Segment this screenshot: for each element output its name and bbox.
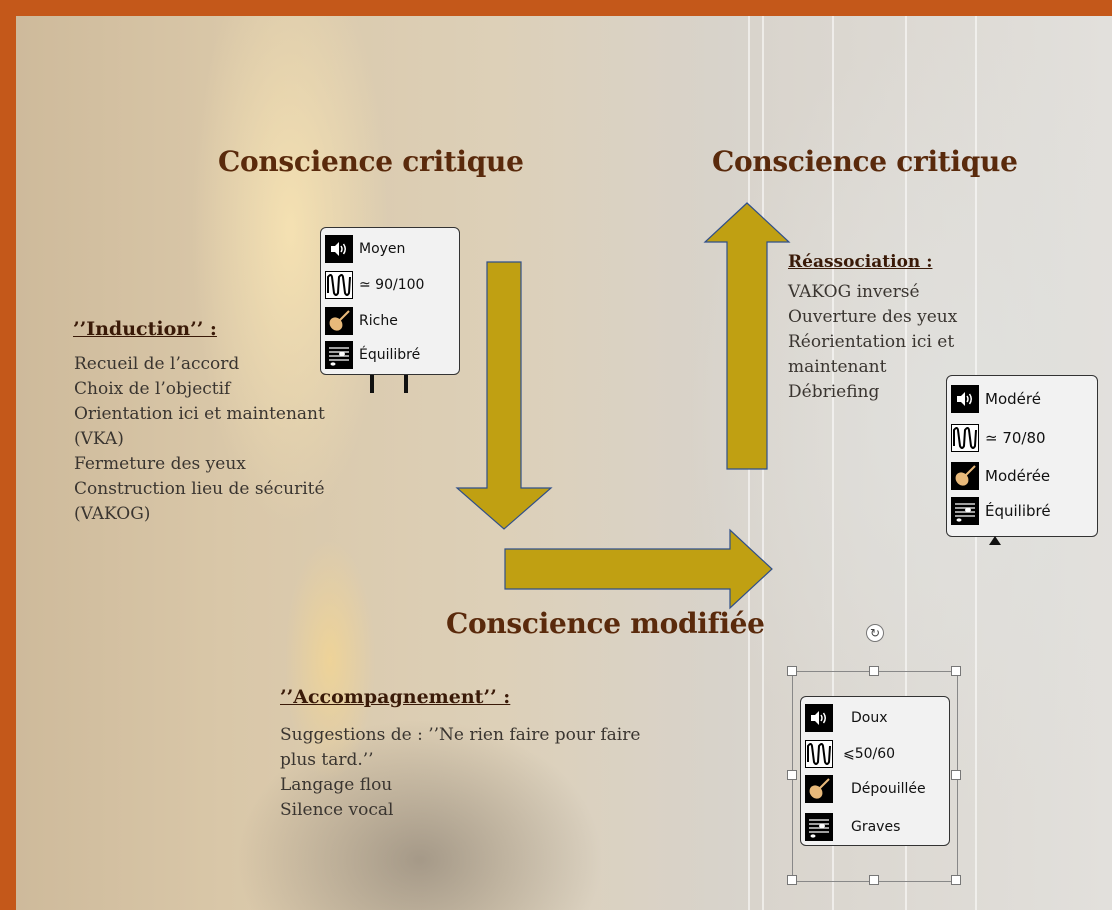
volume-row: Doux — [805, 703, 888, 733]
induction-line: Construction lieu de sécurité — [74, 479, 325, 499]
timbre-row: Dépouillée — [805, 774, 926, 804]
resize-handle[interactable] — [951, 666, 961, 676]
volume-value: Moyen — [359, 241, 406, 257]
staff-icon — [325, 341, 353, 369]
violin-icon — [325, 307, 353, 335]
register-value: Équilibré — [985, 502, 1051, 520]
induction-line: (VAKOG) — [74, 504, 151, 524]
tempo-row: ≃ 90/100 — [325, 270, 424, 300]
induction-line: Recueil de l’accord — [74, 354, 240, 374]
reassociation-line: Ouverture des yeux — [788, 307, 958, 327]
resize-handle[interactable] — [787, 875, 797, 885]
register-row: Équilibré — [951, 496, 1051, 526]
card-pointer-icon — [989, 536, 1001, 545]
arrow-down — [455, 261, 553, 530]
arrow-right — [504, 528, 773, 610]
volume-value: Doux — [851, 710, 888, 726]
staff-icon — [951, 497, 979, 525]
reassociation-line: Débriefing — [788, 382, 880, 402]
resize-handle[interactable] — [787, 666, 797, 676]
waveform-icon — [805, 740, 833, 768]
card-leg — [404, 375, 408, 393]
volume-row: Moyen — [325, 234, 405, 264]
tempo-row: ≃ 70/80 — [951, 423, 1046, 453]
accompagnement-line: Suggestions de : ’’Ne rien faire pour fa… — [280, 725, 641, 745]
timbre-value: Modérée — [985, 467, 1051, 485]
speaker-icon — [325, 235, 353, 263]
timbre-row: Modérée — [951, 461, 1050, 491]
waveform-icon — [325, 271, 353, 299]
speaker-icon — [951, 385, 979, 413]
timbre-value: Riche — [359, 313, 398, 329]
heading-critical-consciousness-right: Conscience critique — [712, 145, 1018, 178]
tempo-row: ⩽50/60 — [805, 739, 895, 769]
induction-title: ’’Induction’’ : — [73, 318, 217, 340]
reassociation-line: Réorientation ici et — [788, 332, 955, 352]
tempo-value: ≃ 90/100 — [359, 277, 425, 293]
staff-icon — [805, 813, 833, 841]
sound-card-accompagnement: Doux ⩽50/60 Dépouillée Graves — [800, 696, 950, 846]
volume-value: Modéré — [985, 390, 1041, 408]
timbre-row: Riche — [325, 306, 398, 336]
induction-line: Orientation ici et maintenant — [74, 404, 325, 424]
frame-left-border — [0, 0, 16, 910]
resize-handle[interactable] — [951, 770, 961, 780]
harp-string — [832, 16, 834, 910]
card-leg — [370, 375, 374, 393]
sound-card-induction: Moyen ≃ 90/100 Riche Équilibré — [320, 227, 460, 375]
reassociation-line: VAKOG inversé — [788, 282, 920, 302]
accompagnement-line: plus tard.’’ — [280, 750, 374, 770]
heading-modified-consciousness: Conscience modifiée — [446, 607, 765, 640]
violin-icon — [951, 462, 979, 490]
reassociation-title: Réassociation : — [788, 252, 933, 272]
accompagnement-line: Silence vocal — [280, 800, 394, 820]
accompagnement-line: Langage flou — [280, 775, 393, 795]
timbre-value: Dépouillée — [851, 781, 926, 797]
resize-handle[interactable] — [869, 875, 879, 885]
tempo-value: ≃ 70/80 — [985, 429, 1046, 447]
tempo-value: ⩽50/60 — [843, 746, 896, 762]
induction-line: (VKA) — [74, 429, 124, 449]
register-value: Équilibré — [359, 347, 421, 363]
reassociation-list: VAKOG inversé Ouverture des yeux Réorien… — [788, 280, 957, 405]
induction-list: Recueil de l’accord Choix de l’objectif … — [74, 352, 325, 527]
waveform-icon — [951, 424, 979, 452]
register-row: Équilibré — [325, 340, 420, 370]
resize-handle[interactable] — [951, 875, 961, 885]
heading-critical-consciousness-left: Conscience critique — [218, 145, 524, 178]
resize-handle[interactable] — [869, 666, 879, 676]
sound-card-reassociation: Modéré ≃ 70/80 Modérée Équilibré — [946, 375, 1098, 537]
accompagnement-title: ’’Accompagnement’’ : — [280, 686, 511, 708]
rotate-icon[interactable]: ↻ — [866, 624, 884, 642]
speaker-icon — [805, 704, 833, 732]
register-value: Graves — [851, 819, 901, 835]
induction-line: Fermeture des yeux — [74, 454, 246, 474]
arrow-up — [703, 202, 791, 470]
volume-row: Modéré — [951, 384, 1041, 414]
reassociation-line: maintenant — [788, 357, 887, 377]
harp-string — [905, 16, 907, 910]
register-row: Graves — [805, 812, 900, 842]
induction-line: Choix de l’objectif — [74, 379, 231, 399]
accompagnement-list: Suggestions de : ’’Ne rien faire pour fa… — [280, 723, 640, 823]
resize-handle[interactable] — [787, 770, 797, 780]
violin-icon — [805, 775, 833, 803]
frame-top-border — [0, 0, 1112, 16]
